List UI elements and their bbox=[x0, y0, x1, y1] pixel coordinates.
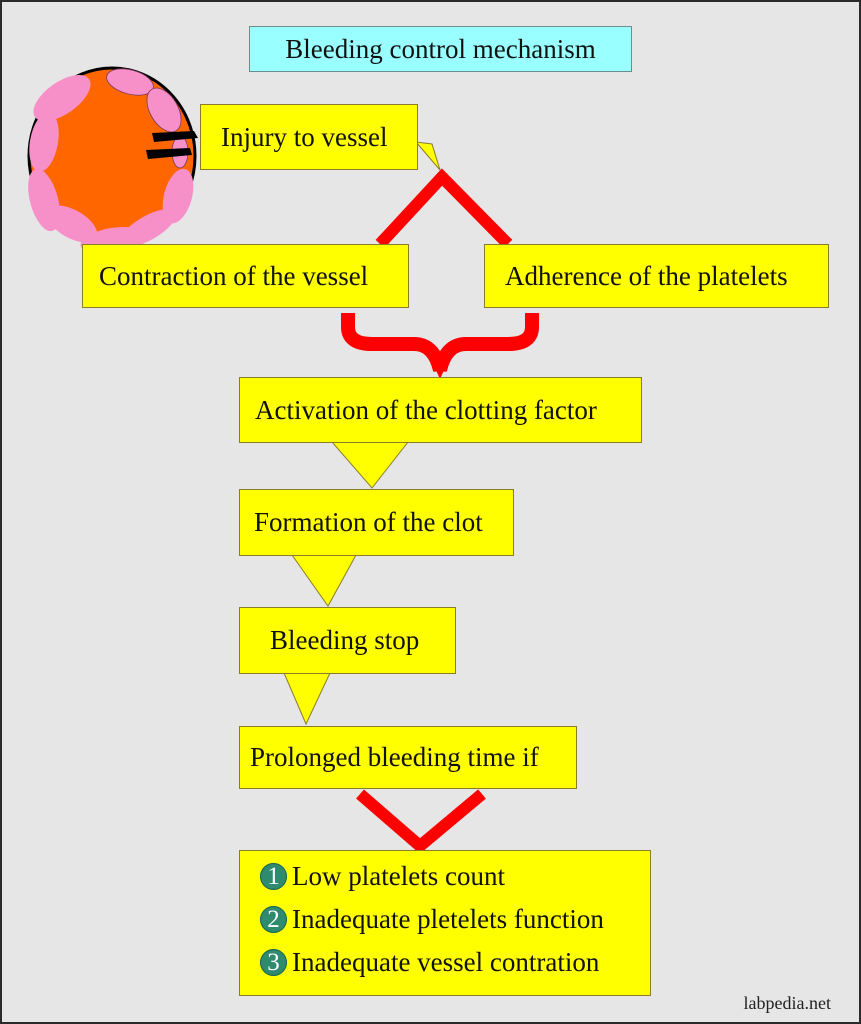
watermark: labpedia.net bbox=[743, 993, 831, 1013]
contraction-label: Contraction of the vessel bbox=[99, 260, 369, 291]
cause-item: 2 Inadequate pletelets function bbox=[260, 898, 604, 941]
step-label: Prolonged bleeding time if bbox=[250, 742, 539, 772]
adherence-box: Adherence of the platelets bbox=[484, 244, 829, 308]
step-box-clotting-factor: Activation of the clotting factor bbox=[239, 377, 642, 443]
cause-item: 1 Low platelets count bbox=[260, 855, 505, 898]
diagram-title: Bleeding control mechanism bbox=[249, 26, 632, 72]
number-1-icon: 1 bbox=[260, 863, 287, 890]
cause-text: Inadequate pletelets function bbox=[292, 904, 604, 934]
contraction-box: Contraction of the vessel bbox=[82, 244, 409, 308]
step-2-callout-tail bbox=[291, 554, 357, 607]
cause-item: 3 Inadequate vessel contration bbox=[260, 941, 599, 984]
vessel-cross-section-icon bbox=[27, 66, 198, 254]
number-3-icon: 3 bbox=[260, 949, 287, 976]
adherence-label: Adherence of the platelets bbox=[505, 260, 788, 291]
step-label: Formation of the clot bbox=[254, 507, 483, 537]
cause-text: Inadequate vessel contration bbox=[292, 947, 600, 977]
step-box-prolonged-bleeding: Prolonged bleeding time if bbox=[239, 726, 577, 789]
split-connector bbox=[375, 168, 513, 249]
step-label: Activation of the clotting factor bbox=[255, 394, 597, 425]
injury-callout-tail bbox=[414, 141, 441, 171]
step-box-bleeding-stop: Bleeding stop bbox=[239, 607, 456, 674]
injury-box: Injury to vessel bbox=[200, 104, 418, 170]
number-2-icon: 2 bbox=[260, 906, 287, 933]
step-box-clot-formation: Formation of the clot bbox=[239, 489, 514, 556]
brace-point bbox=[430, 357, 450, 379]
cause-text: Low platelets count bbox=[292, 861, 505, 891]
diagram-title-text: Bleeding control mechanism bbox=[285, 33, 596, 64]
step-label: Bleeding stop bbox=[270, 625, 420, 655]
step-1-callout-tail bbox=[330, 441, 410, 489]
causes-box: 1 Low platelets count 2 Inadequate plete… bbox=[239, 850, 651, 996]
injury-label: Injury to vessel bbox=[221, 121, 388, 152]
step-3-callout-tail bbox=[283, 672, 331, 726]
cause-connector bbox=[356, 789, 486, 854]
